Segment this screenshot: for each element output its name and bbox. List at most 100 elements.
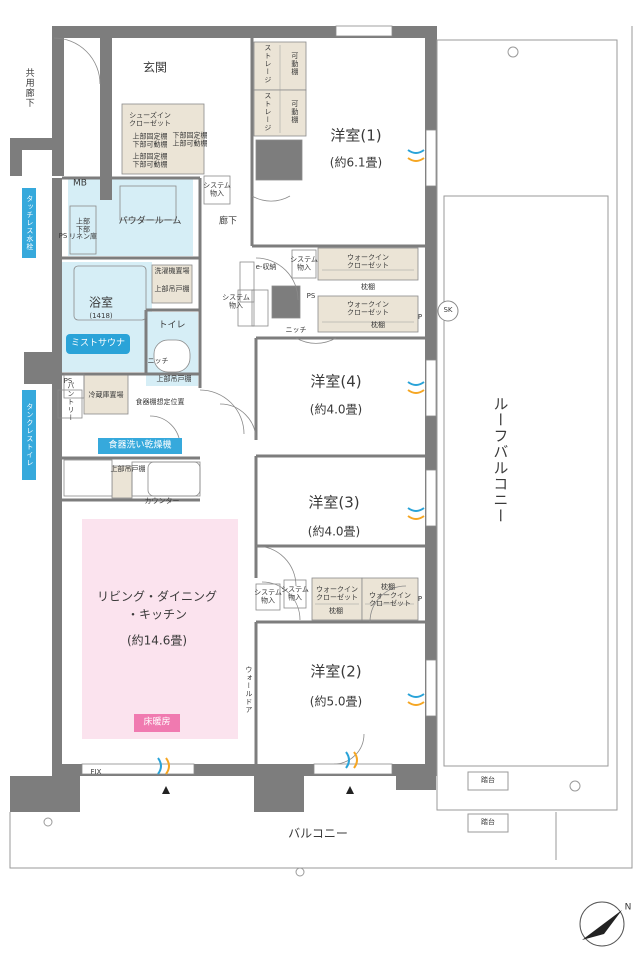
walk-in-closet-3 xyxy=(311,577,363,621)
p-label-1: P xyxy=(417,313,423,322)
entry-arrow-ldk xyxy=(162,786,170,794)
left-wall-upper xyxy=(52,26,64,176)
wic-label-3: ウォークイン クローゼット xyxy=(316,585,358,601)
movable-shelf-label-1: 可動棚 xyxy=(290,52,299,76)
step-label-1: 踏台 xyxy=(481,776,495,785)
entrance-wall xyxy=(100,26,112,200)
mist-sauna-label: ミストサウナ xyxy=(70,338,126,349)
shelf-label-2: 上部固定棚 下部可動棚 xyxy=(132,152,168,168)
roof-balcony-outline xyxy=(43,39,618,877)
western1-size: (約6.1畳) xyxy=(329,155,383,170)
ps-label-1: PS xyxy=(58,232,68,241)
touchless-faucet-label: タッチレス水栓 xyxy=(25,195,34,251)
shelf-label-3: 下部固定棚 上部可動棚 xyxy=(172,131,208,147)
balcony-outline xyxy=(9,26,633,869)
common-corridor-label: 共用廊下 xyxy=(23,68,34,108)
compass-icon xyxy=(579,901,625,947)
bath-size-label: (1418) xyxy=(89,312,113,321)
niche-label-2: ニッチ xyxy=(147,357,169,366)
mb-wall-left xyxy=(10,138,22,176)
roof-balcony-label: ルーフバルコニー xyxy=(491,396,510,524)
shelf-label-1: 上部固定棚 下部可動棚 xyxy=(132,132,168,148)
washer-space xyxy=(151,264,193,304)
wic-label-4: ウォークイン クローゼット xyxy=(369,591,411,607)
floor-heating-tag: 床暖房 xyxy=(134,714,180,732)
tankless-toilet-tag: タンクレストイレ xyxy=(22,390,36,480)
western2-label: 洋室(2) xyxy=(310,662,362,681)
western3-label: 洋室(3) xyxy=(308,493,360,512)
system-storage-label-5: システム 物入 xyxy=(281,585,309,601)
left-wall-main xyxy=(52,178,62,768)
shelf-lines xyxy=(279,45,414,605)
bottom-right-column xyxy=(396,776,436,790)
pantry-label: パントリー xyxy=(66,382,75,422)
genkan-label: 玄関 xyxy=(142,60,168,75)
corridor-label: 廊下 xyxy=(218,216,238,227)
bottom-left-column xyxy=(10,776,80,812)
system-storage-label-2: システム 物入 xyxy=(290,255,318,271)
ldk-size-label: (約14.6畳) xyxy=(126,633,188,648)
ps-label-3: PS xyxy=(306,292,316,301)
pillow-shelf-label-3: 枕棚 xyxy=(329,607,343,616)
floor-heating-label: 床暖房 xyxy=(143,717,171,728)
walk-in-closet-2 xyxy=(317,295,419,333)
western4-size: (約4.0畳) xyxy=(309,402,363,417)
western4-label: 洋室(4) xyxy=(310,372,362,391)
shoes-in-closet-label: シューズイン クローゼット xyxy=(129,111,171,127)
toilet-label: トイレ xyxy=(158,320,186,331)
upper-hanging-shelf-label-1: 上部吊戸棚 xyxy=(154,285,190,294)
balcony-label: バルコニー xyxy=(288,826,348,841)
ldk-label-line2: ・キッチン xyxy=(126,607,188,622)
pillow-shelf-label-4: 枕棚 xyxy=(381,583,395,592)
airflow-markers xyxy=(157,149,425,775)
powder-room-floor xyxy=(68,178,193,256)
niche-label-1: ニッチ xyxy=(285,326,307,335)
fix-label: FIX xyxy=(90,768,102,777)
p-label-2: P xyxy=(417,595,423,604)
upper-hanging-shelf-label-3: 上部吊戸棚 xyxy=(110,465,146,474)
fridge-space-label: 冷蔵庫置場 xyxy=(88,391,124,400)
mb-label: MB xyxy=(73,178,87,189)
system-storage-label-3: システム 物入 xyxy=(222,293,250,309)
left-column xyxy=(24,352,58,384)
sk-label: SK xyxy=(443,306,453,315)
western1-label: 洋室(1) xyxy=(330,126,382,145)
door-swings xyxy=(53,37,407,765)
pillow-shelf-label-1: 枕棚 xyxy=(361,283,375,292)
storage-label-1: ストレージ xyxy=(263,44,272,84)
western2-size: (約5.0畳) xyxy=(309,694,363,709)
linen-label: 上部 下部 リネン庫 xyxy=(69,217,97,241)
bottom-mid-column xyxy=(254,776,304,812)
system-storage-label-4: システム 物入 xyxy=(254,588,282,604)
system-storage-label-1: システム 物入 xyxy=(203,181,231,197)
compass-north-label: N xyxy=(624,902,632,913)
entry-arrow-western2 xyxy=(346,786,354,794)
windows xyxy=(81,25,437,775)
bath-label: 浴室 xyxy=(88,295,114,310)
ldk-label-line1: リビング・ダイニング xyxy=(96,589,218,604)
closets xyxy=(83,41,419,621)
fixtures xyxy=(57,139,317,611)
walk-in-closet-1 xyxy=(317,247,419,281)
sk-circle xyxy=(437,300,459,322)
powder-room-label: パウダールーム xyxy=(118,216,182,227)
mist-sauna-tag: ミストサウナ xyxy=(66,334,130,354)
pillow-shelf-label-2: 枕棚 xyxy=(371,321,385,330)
wic-label-1: ウォークイン クローゼット xyxy=(347,253,389,269)
western3-size: (約4.0畳) xyxy=(307,524,361,539)
mb-wall-top xyxy=(10,138,62,150)
dish-shelf-label: 食器棚想定位置 xyxy=(135,398,185,407)
e-storage-label: e-収納 xyxy=(255,263,277,272)
washer-space-label: 洗濯機置場 xyxy=(154,267,190,276)
interior-walls xyxy=(62,38,425,764)
touchless-faucet-tag: タッチレス水栓 xyxy=(22,188,36,258)
tankless-toilet-label: タンクレストイレ xyxy=(25,403,34,467)
counter-label: カウンター xyxy=(144,497,180,506)
wic-label-2: ウォークイン クローゼット xyxy=(347,300,389,316)
ps-label-2: PS xyxy=(63,377,73,386)
storage-label-2: ストレージ xyxy=(263,92,272,132)
shoes-in-closet xyxy=(121,103,205,175)
dishwasher-tag: 食器洗い乾燥機 xyxy=(98,438,182,454)
floor-heating-area xyxy=(82,519,238,739)
